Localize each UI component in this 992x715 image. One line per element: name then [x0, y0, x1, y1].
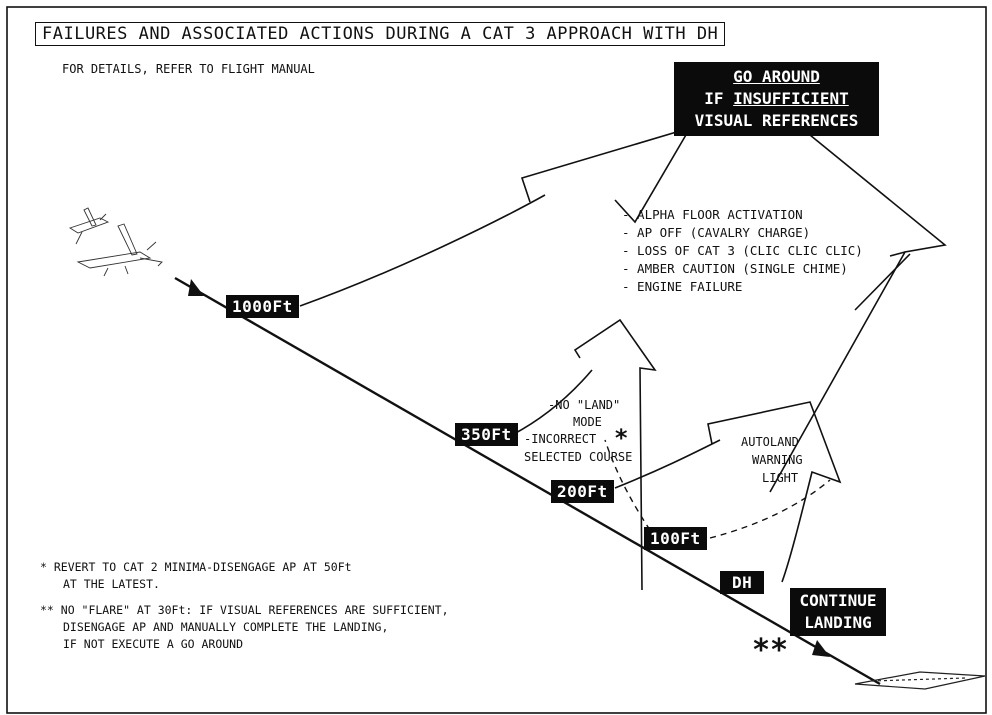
altitude-tag-1000ft: 1000Ft [226, 295, 299, 318]
failure-350-selected-course: SELECTED COURSE [524, 449, 632, 465]
failure-350-star: * [614, 424, 628, 452]
continue-landing-line1: CONTINUE [790, 590, 886, 612]
altitude-tag-100ft: 100Ft [644, 527, 707, 550]
failure-item: - ENGINE FAILURE [622, 278, 863, 296]
failure-350-incorrect: -INCORRECT [524, 431, 596, 447]
failure-list-1000ft: - ALPHA FLOOR ACTIVATION - AP OFF (CAVAL… [622, 206, 863, 296]
go-around-line1: GO AROUND [674, 66, 879, 88]
aircraft-sketch-icon [70, 208, 162, 276]
note-1-line1: * REVERT TO CAT 2 MINIMA-DISENGAGE AP AT… [40, 559, 352, 576]
note-2: ** NO "FLARE" AT 30Ft: IF VISUAL REFEREN… [40, 602, 449, 653]
note-2-line2: DISENGAGE AP AND MANUALLY COMPLETE THE L… [40, 619, 449, 636]
note-2-line1: ** NO "FLARE" AT 30Ft: IF VISUAL REFEREN… [40, 602, 449, 619]
altitude-tag-350ft: 350Ft [455, 423, 518, 446]
failure-item: - LOSS OF CAT 3 (CLIC CLIC CLIC) [622, 242, 863, 260]
go-around-box: GO AROUND IF INSUFFICIENT VISUAL REFEREN… [674, 62, 879, 136]
autoland-line2: WARNING [752, 452, 803, 468]
go-around-line2: IF INSUFFICIENT [674, 88, 879, 110]
note-1: * REVERT TO CAT 2 MINIMA-DISENGAGE AP AT… [40, 559, 352, 593]
glide-arrowhead-lower [812, 640, 830, 657]
glide-arrowhead-upper [188, 279, 204, 296]
continue-landing-line2: LANDING [790, 612, 886, 634]
runway-icon [855, 672, 985, 689]
double-star-marker: ** [752, 633, 788, 668]
failure-350-no-land-mode: -NO "LAND" [548, 397, 620, 413]
failure-item: - AP OFF (CAVALRY CHARGE) [622, 224, 863, 242]
note-1-line2: AT THE LATEST. [40, 576, 352, 593]
diagram-subtitle: FOR DETAILS, REFER TO FLIGHT MANUAL [62, 62, 315, 76]
go-around-line3: VISUAL REFERENCES [674, 110, 879, 132]
autoland-line1: AUTOLAND [741, 434, 799, 450]
go-around-line2-prefix: IF [704, 89, 733, 108]
failure-item: - AMBER CAUTION (SINGLE CHIME) [622, 260, 863, 278]
altitude-tag-dh: DH [720, 571, 764, 594]
go-around-line2-underlined: INSUFFICIENT [733, 89, 849, 108]
autoland-line3: LIGHT [762, 470, 798, 486]
continue-landing-box: CONTINUE LANDING [790, 588, 886, 636]
failure-350-mode: MODE [573, 414, 602, 430]
note-2-line3: IF NOT EXECUTE A GO AROUND [40, 636, 449, 653]
failure-item: - ALPHA FLOOR ACTIVATION [622, 206, 863, 224]
diagram-title: FAILURES AND ASSOCIATED ACTIONS DURING A… [35, 22, 725, 46]
altitude-tag-200ft: 200Ft [551, 480, 614, 503]
